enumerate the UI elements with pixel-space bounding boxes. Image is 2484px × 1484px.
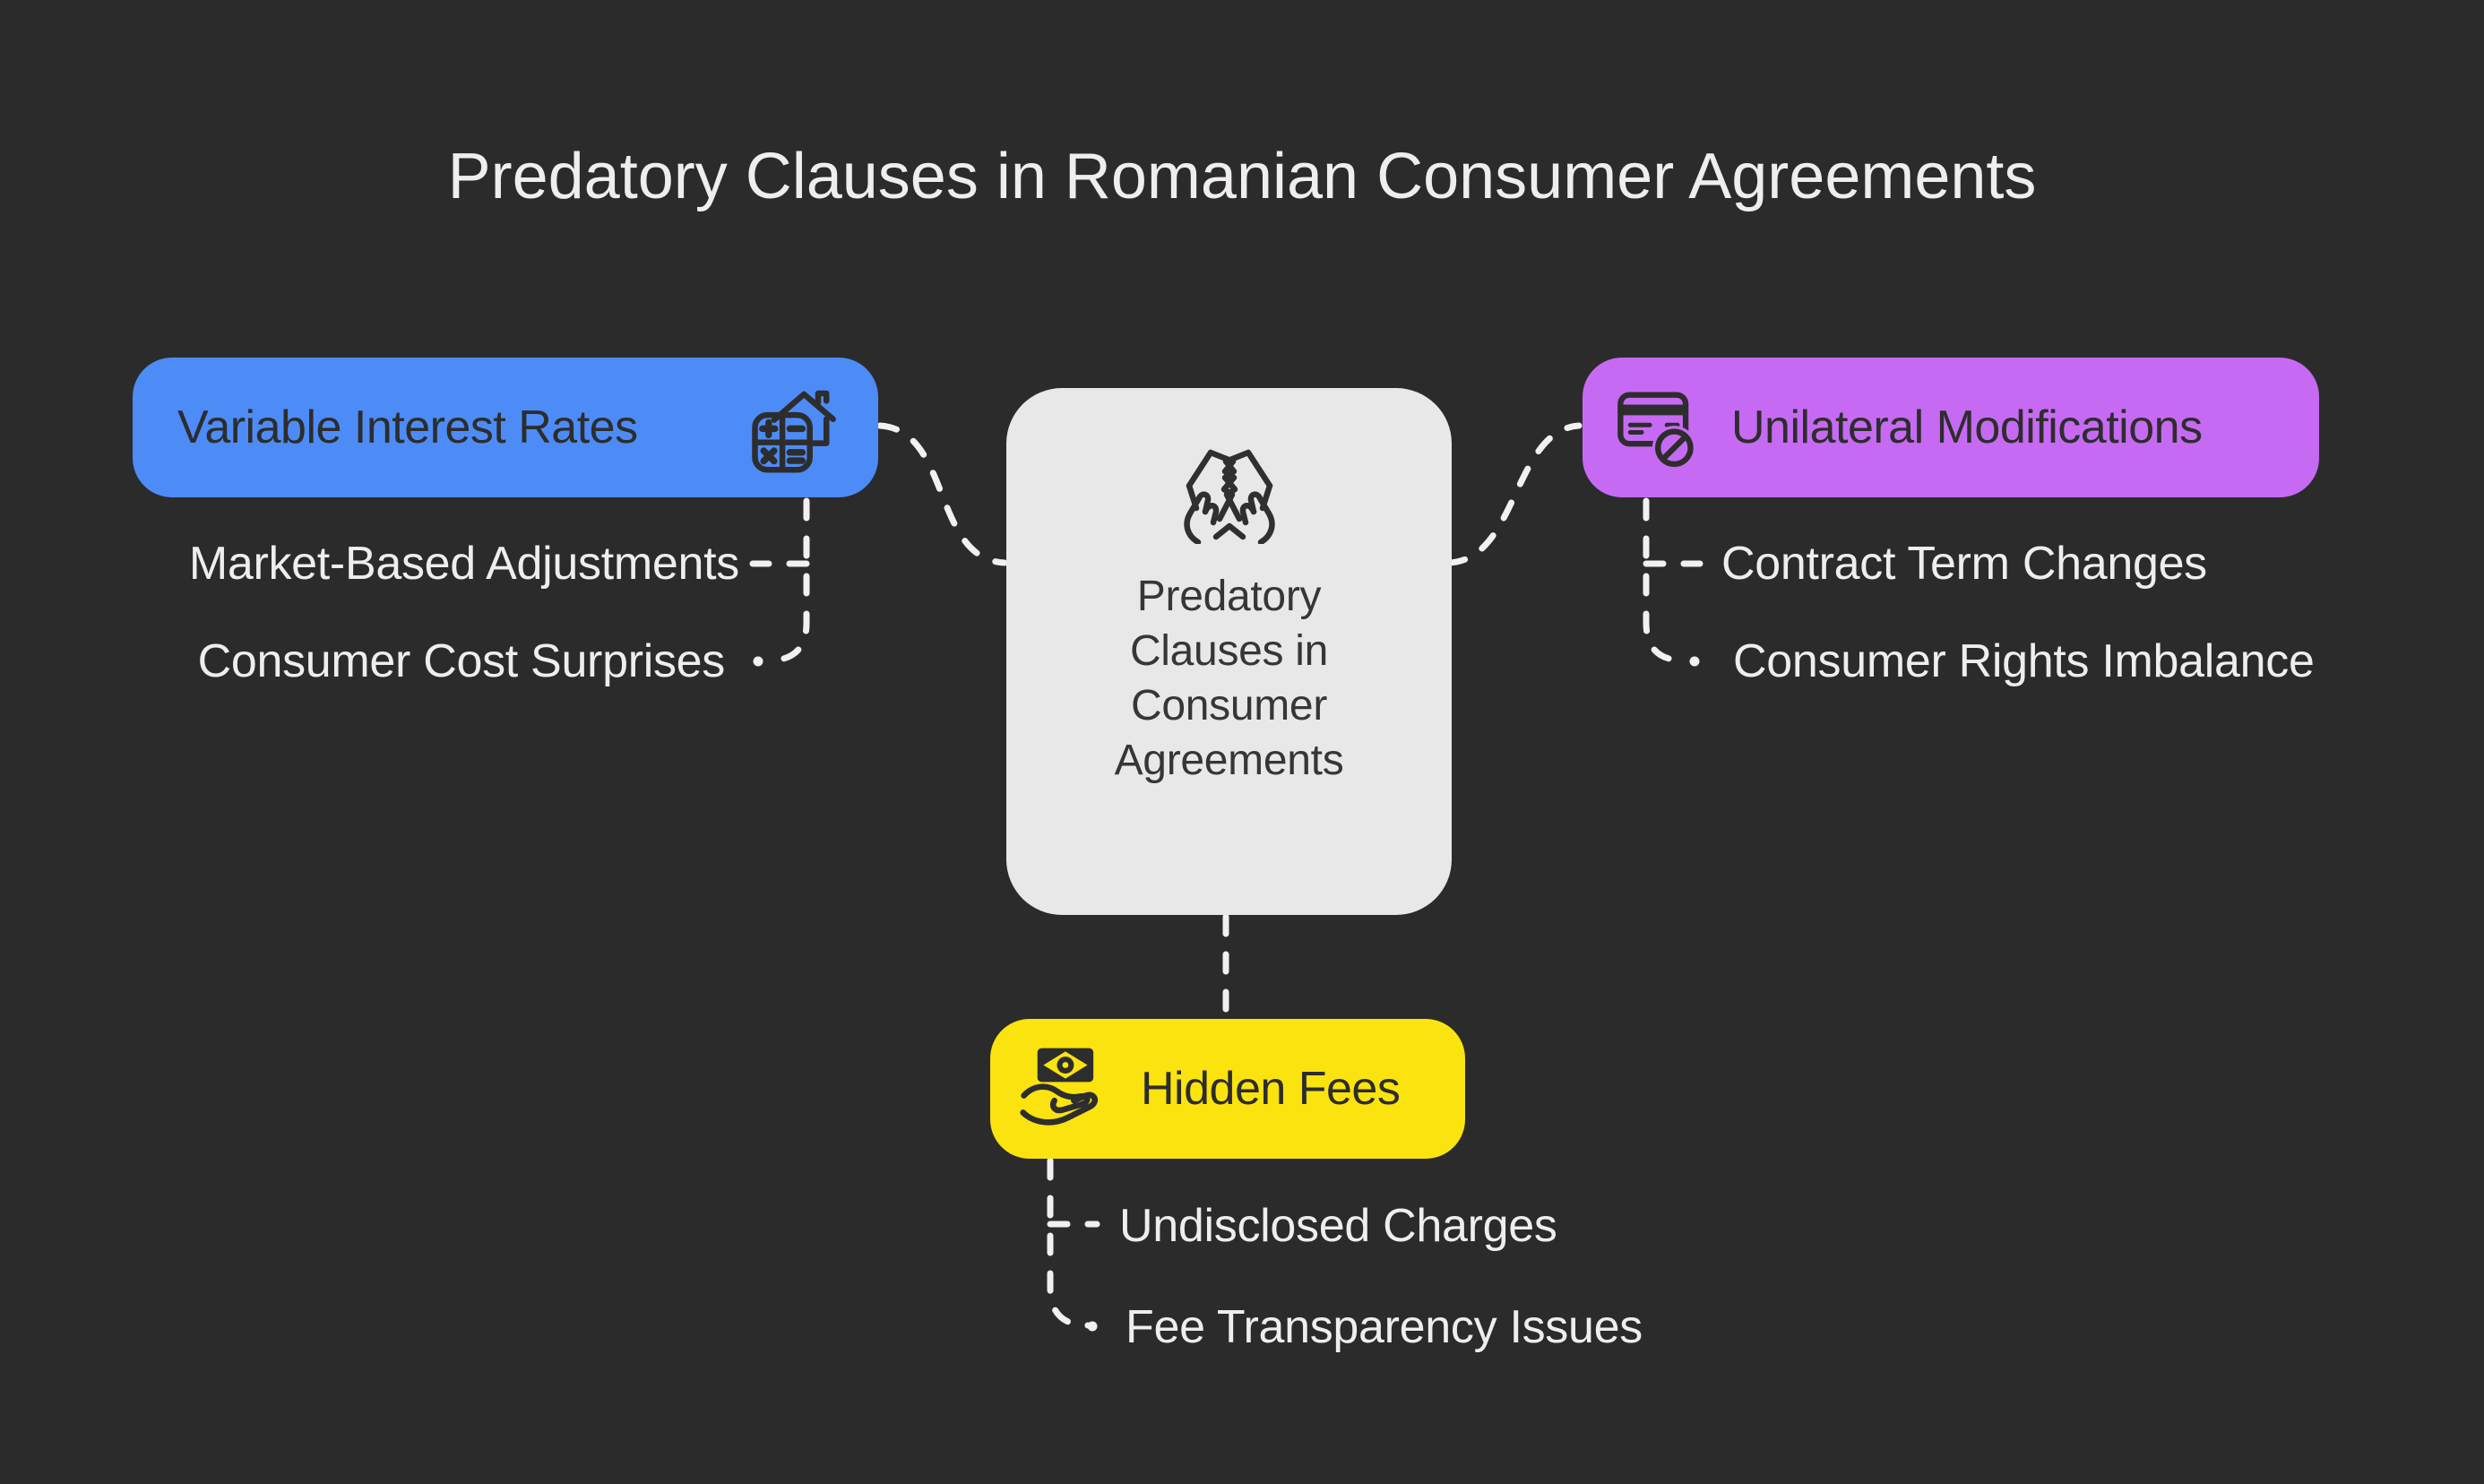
- child-label-fee-transparency-issues: Fee Transparency Issues: [1126, 1301, 1643, 1353]
- connector-hidden-fees-child-2-dot: [1087, 1321, 1098, 1332]
- branch-label-hidden-fees: Hidden Fees: [1141, 1063, 1401, 1115]
- credit-card-blocked-icon: [1615, 383, 1704, 472]
- central-node: Predatory Clauses in Consumer Agreements: [1006, 388, 1452, 915]
- mortgage-calculator-icon: [749, 381, 841, 474]
- connector-hidden-fees-children-spine: [1047, 1157, 1091, 1329]
- money-in-hand-icon: [1017, 1042, 1112, 1135]
- child-label-contract-term-changes: Contract Term Changes: [1721, 538, 2207, 590]
- connector-variable-child-2-dot: [753, 656, 763, 667]
- branch-node-hidden-fees: Hidden Fees: [990, 1019, 1465, 1159]
- child-label-market-based-adjustments: Market-Based Adjustments: [188, 538, 739, 590]
- connector-central-to-unilateral: [1445, 422, 1583, 566]
- child-label-consumer-cost-surprises: Consumer Cost Surprises: [197, 635, 726, 687]
- central-label: Predatory Clauses in Consumer Agreements: [1114, 573, 1344, 784]
- torn-contract-icon: [1162, 444, 1297, 544]
- connector-unilateral-children-spine: [1643, 497, 1687, 664]
- page-title: Predatory Clauses in Romanian Consumer A…: [447, 141, 2037, 212]
- branch-label-variable-interest-rates: Variable Interest Rates: [177, 401, 638, 453]
- connector-variable-children-spine: [765, 497, 810, 664]
- branch-node-unilateral-modifications: Unilateral Modifications: [1583, 358, 2319, 497]
- child-label-consumer-rights-imbalance: Consumer Rights Imbalance: [1733, 635, 2315, 687]
- branch-label-unilateral-modifications: Unilateral Modifications: [1731, 401, 2203, 453]
- branch-node-variable-interest-rates: Variable Interest Rates: [133, 358, 878, 497]
- connector-variable-to-central: [876, 422, 1008, 566]
- connector-unilateral-child-2-dot: [1689, 656, 1700, 667]
- child-label-undisclosed-charges: Undisclosed Charges: [1119, 1200, 1557, 1252]
